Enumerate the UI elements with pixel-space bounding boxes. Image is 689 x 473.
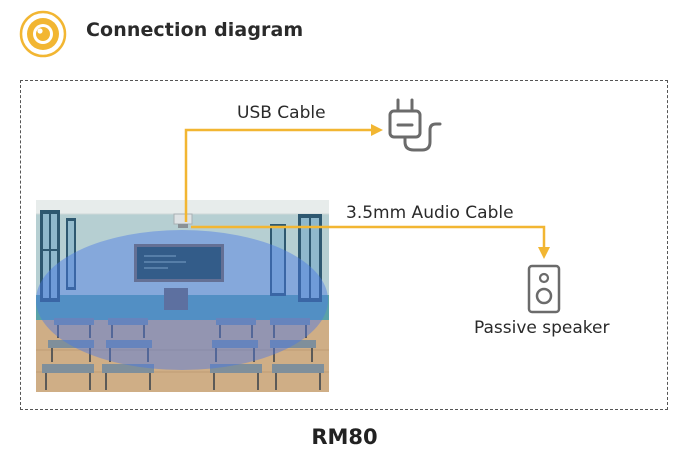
passive-speaker-label: Passive speaker — [474, 318, 610, 338]
power-plug-icon — [388, 98, 442, 152]
speaker-icon — [527, 264, 561, 314]
page-title: Connection diagram — [86, 19, 304, 41]
camera-lens-icon — [19, 10, 67, 58]
device-model-label: RM80 — [311, 425, 378, 449]
usb-cable-label: USB Cable — [237, 103, 326, 123]
audio-cable-label: 3.5mm Audio Cable — [346, 203, 514, 223]
classroom-image — [36, 200, 329, 392]
diagram-frame — [20, 80, 668, 410]
